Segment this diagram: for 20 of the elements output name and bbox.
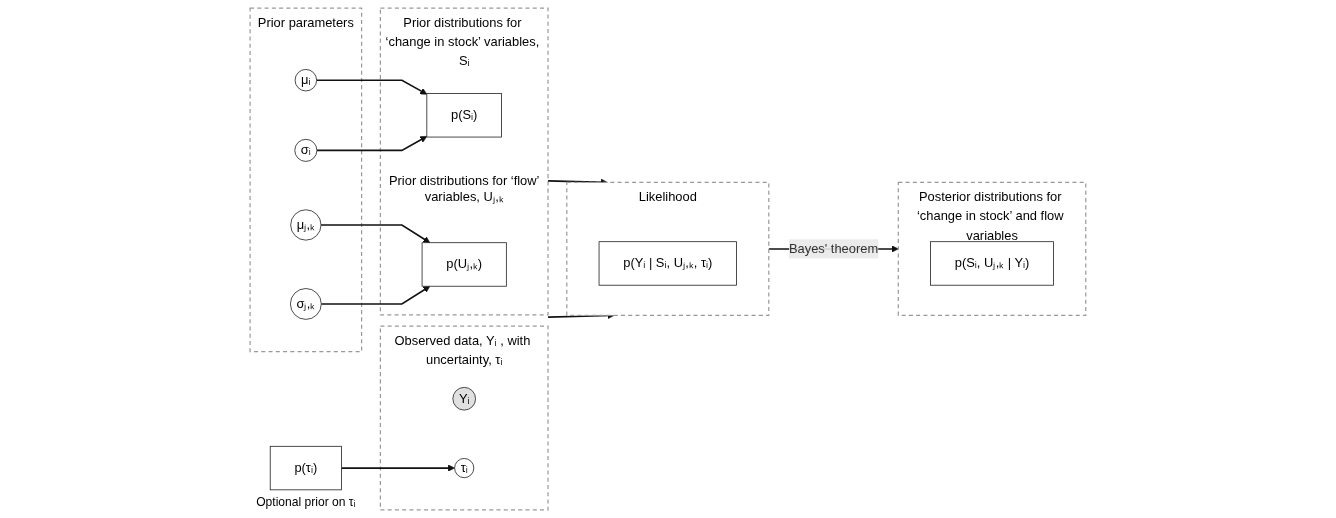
node-circle: τᵢ (454, 458, 475, 479)
node-box: p(Sᵢ) (426, 93, 503, 138)
arrow (320, 285, 431, 305)
node-note: Optional prior on τᵢ (256, 494, 356, 509)
node-circle: Yᵢ (452, 386, 477, 411)
node-circle: μᵢ (294, 69, 318, 92)
node-box: p(Uⱼ,ₖ) (421, 242, 507, 287)
node-box: p(Sᵢ, Uⱼ,ₖ | Yᵢ) (930, 241, 1054, 286)
node-circle: μⱼ,ₖ (290, 209, 322, 241)
group-heading: Prior distributions for ‘flow’ variables, Uⱼ,ₖ (388, 172, 541, 205)
edge-label: Bayes' theorem (789, 241, 879, 256)
arrow (340, 464, 455, 472)
node-circle: σⱼ,ₖ (290, 288, 322, 320)
arrow (320, 224, 431, 243)
node-box: p(Yᵢ | Sᵢ, Uⱼ,ₖ, τᵢ) (598, 241, 738, 286)
arrow (315, 79, 428, 95)
node-circle: σᵢ (294, 138, 318, 162)
node-box: p(τᵢ) (269, 445, 342, 491)
arrow (316, 136, 428, 152)
arrow (547, 312, 615, 320)
